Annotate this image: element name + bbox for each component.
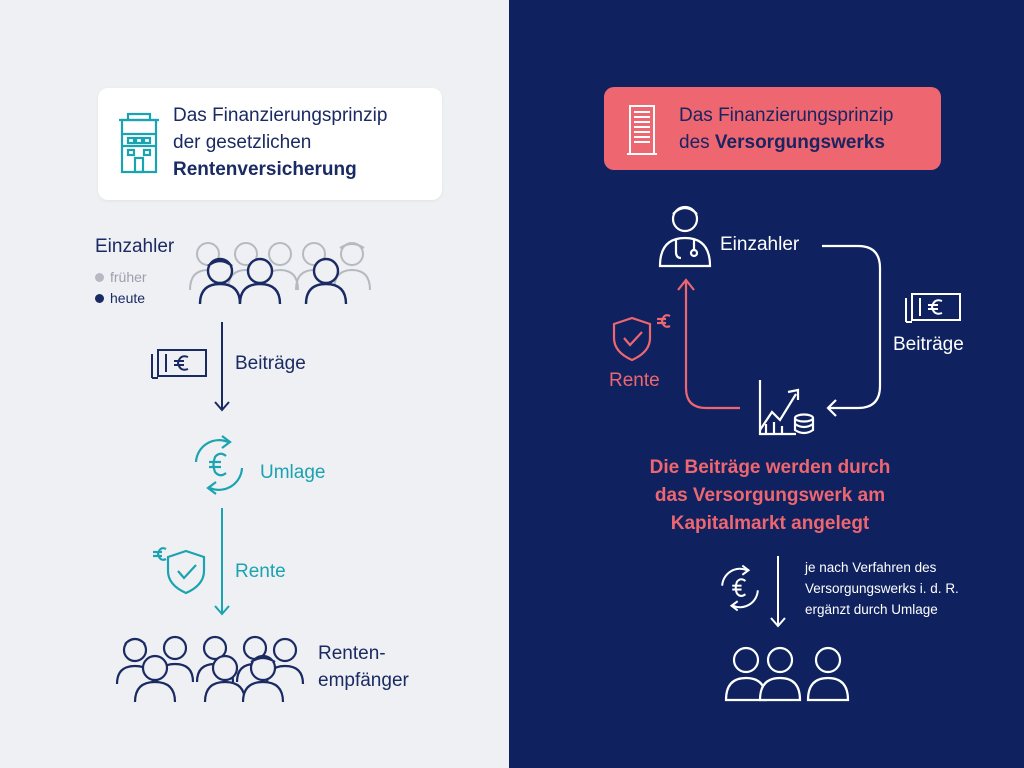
right-title-card — [604, 87, 941, 170]
left-payers-label: Einzahler — [95, 236, 175, 257]
capital-market-headline: Die Beiträge werden durch das Versorgung… — [560, 454, 980, 538]
legend-past-label: früher — [110, 269, 147, 285]
left-title-line1: Das Finanzierungsprinzip — [173, 105, 388, 126]
headline-line3: Kapitalmarkt angelegt — [670, 513, 870, 534]
cycle-arrows — [677, 244, 882, 417]
shield-euro-icon — [153, 547, 206, 595]
euro-cycle-icon-right — [721, 564, 759, 612]
recipients-group-icon-right — [724, 646, 850, 702]
payers-group-icon — [189, 242, 371, 305]
note-line1: je nach Verfahren des — [805, 560, 937, 575]
right-payers-label: Einzahler — [720, 234, 800, 255]
legend-past: früher — [95, 269, 147, 285]
recipients-label: Renten- empfänger — [318, 640, 409, 694]
arrow-down-pension — [214, 508, 230, 616]
right-title: Das Finanzierungsprinzip des Versorgungs… — [679, 102, 893, 156]
headline-line2: das Versorgungswerk am — [654, 485, 886, 506]
note-line2: Versorgungswerks i. d. R. — [805, 581, 959, 596]
office-tower-icon — [627, 105, 657, 155]
recipients-label-line2: empfänger — [318, 670, 409, 691]
legend-today-label: heute — [110, 290, 146, 306]
right-title-line1: Das Finanzierungsprinzip — [679, 105, 894, 126]
right-contributions-label: Beiträge — [893, 334, 964, 355]
growth-chart-coins-icon — [758, 380, 815, 436]
arrow-down-contributions — [214, 322, 230, 412]
left-title-bold: Rentenversicherung — [173, 159, 357, 180]
legend-today: heute — [95, 290, 145, 306]
legend-past-dot — [95, 272, 104, 282]
note-line3: ergänzt durch Umlage — [805, 602, 938, 617]
right-pension-label: Rente — [609, 370, 660, 391]
left-levy-label: Umlage — [260, 462, 326, 483]
recipients-label-line1: Renten- — [318, 643, 386, 664]
doctor-icon — [658, 205, 712, 268]
banknote-icon — [151, 349, 207, 379]
levy-note: je nach Verfahren des Versorgungswerks i… — [805, 557, 1005, 620]
right-title-bold: Versorgungswerks — [714, 132, 885, 153]
arrow-down-right — [770, 556, 786, 628]
banknote-icon-right — [905, 293, 961, 323]
recipients-group-icon — [115, 635, 305, 703]
shield-euro-icon-right — [612, 314, 671, 362]
headline-line1: Die Beiträge werden durch — [649, 457, 891, 478]
right-title-prefix: des — [679, 132, 710, 153]
building-icon — [119, 112, 159, 174]
left-pension-label: Rente — [235, 561, 286, 582]
left-title-line2: der gesetzlichen — [173, 132, 312, 153]
euro-cycle-icon — [194, 435, 244, 495]
left-contributions-label: Beiträge — [235, 353, 306, 374]
left-title: Das Finanzierungsprinzip der gesetzliche… — [173, 102, 387, 183]
legend-today-dot — [95, 293, 104, 303]
